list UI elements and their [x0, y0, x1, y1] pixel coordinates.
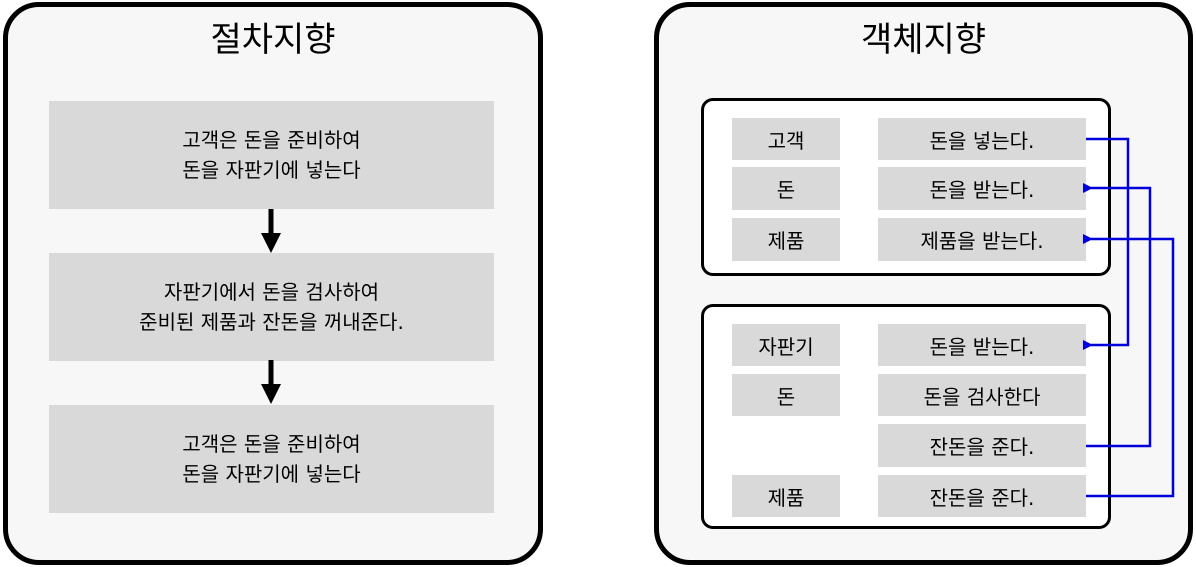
- method-cell-receive-money: 돈을 받는다.: [878, 167, 1086, 210]
- flow-arrow-2: [261, 360, 281, 404]
- object-cell-money: 돈: [732, 167, 840, 210]
- object-cell-customer: 고객: [732, 118, 840, 160]
- connector-insert-to-receive: [1083, 137, 1130, 350]
- method-cell-give-change: 잔돈을 준다.: [878, 424, 1086, 467]
- method-cell-give-change-2: 잔돈을 준다.: [878, 475, 1086, 517]
- flow-arrow-1: [261, 209, 281, 253]
- object-cell-machine-product: 제품: [732, 475, 840, 517]
- object-cell-product: 제품: [732, 218, 840, 261]
- object-cell-machine-money: 돈: [732, 374, 840, 416]
- procedural-step-3: 고객은 돈을 준비하여 돈을 자판기에 넣는다: [49, 405, 494, 513]
- method-cell-receive-product: 제품을 받는다.: [878, 218, 1086, 261]
- method-cell-machine-receive-money: 돈을 받는다.: [878, 324, 1086, 366]
- connector-change-to-customer: [1083, 183, 1152, 448]
- object-cell-vending-machine: 자판기: [732, 324, 840, 366]
- procedural-step-2: 자판기에서 돈을 검사하여 준비된 제품과 잔돈을 꺼내준다.: [49, 253, 494, 361]
- object-oriented-title: 객체지향: [860, 20, 987, 60]
- method-cell-insert-money: 돈을 넣는다.: [878, 118, 1086, 160]
- method-cell-inspect-money: 돈을 검사한다: [878, 374, 1086, 416]
- procedural-title: 절차지향: [210, 20, 336, 60]
- procedural-step-1: 고객은 돈을 준비하여 돈을 자판기에 넣는다: [49, 101, 494, 209]
- connector-product-to-customer: [1083, 234, 1175, 498]
